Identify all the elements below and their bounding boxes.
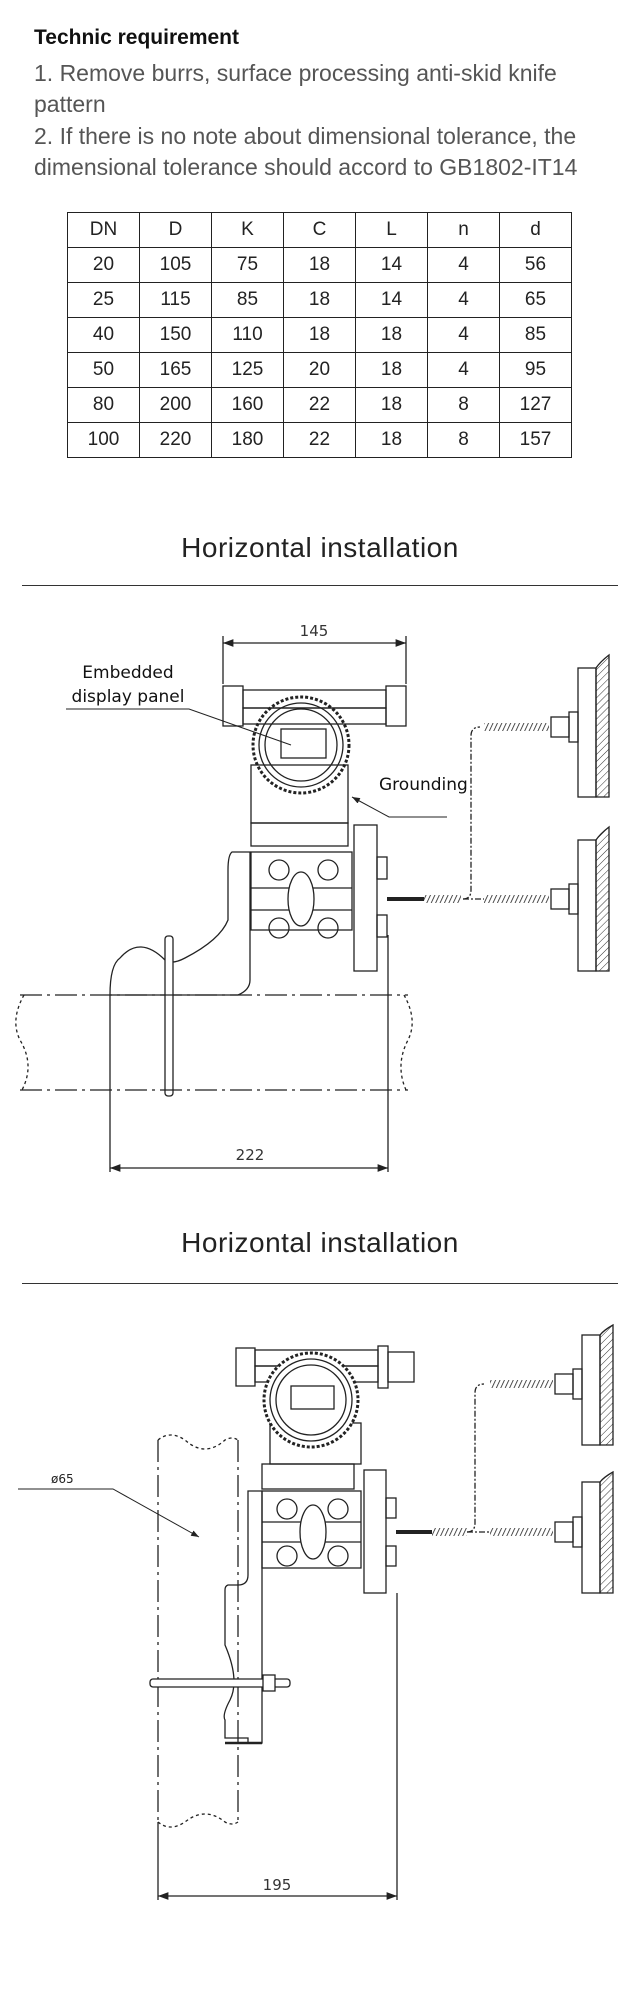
svg-text:Grounding: Grounding bbox=[379, 775, 468, 795]
table-cell: 100 bbox=[67, 422, 140, 458]
dim-145-label: 145 bbox=[300, 622, 329, 640]
horizontal-installation-diagram-2: 195 ø65 bbox=[18, 1323, 614, 1900]
pipe-diameter-label: ø65 bbox=[18, 1472, 200, 1538]
dim-222-label: 222 bbox=[236, 1146, 265, 1164]
requirements-title: Technic requirement bbox=[34, 26, 239, 49]
table-cell: 157 bbox=[499, 422, 572, 458]
section-heading-2: Horizontal installation bbox=[181, 1227, 459, 1258]
column-header: D bbox=[139, 212, 212, 248]
table-cell: 8 bbox=[427, 387, 500, 423]
svg-text:display panel: display panel bbox=[72, 687, 185, 707]
display-panel bbox=[290, 1385, 335, 1410]
table-cell: 4 bbox=[427, 247, 500, 283]
table-cell: 18 bbox=[283, 317, 356, 353]
table-cell: 14 bbox=[355, 247, 428, 283]
table-cell: 18 bbox=[355, 317, 428, 353]
svg-text:ø65: ø65 bbox=[51, 1472, 74, 1486]
divider-1 bbox=[22, 585, 618, 586]
horizontal-installation-diagram-1: 145 222 bbox=[15, 622, 610, 1172]
label-embedded-display-panel: Embedded display panel bbox=[66, 663, 292, 746]
label-grounding: Grounding bbox=[351, 775, 468, 818]
column-header: L bbox=[355, 212, 428, 248]
divider-2 bbox=[22, 1283, 618, 1284]
table-cell: 105 bbox=[139, 247, 212, 283]
table-cell: 150 bbox=[139, 317, 212, 353]
display-panel bbox=[280, 728, 327, 759]
requirement-1-line-1: 1. Remove burrs, surface processing anti… bbox=[34, 60, 557, 86]
table-cell: 180 bbox=[211, 422, 284, 458]
table-cell: 8 bbox=[427, 422, 500, 458]
pipe bbox=[15, 994, 413, 1091]
dimension-195: 195 bbox=[157, 1593, 398, 1900]
table-cell: 18 bbox=[283, 282, 356, 318]
table-cell: 200 bbox=[139, 387, 212, 423]
remote-seals bbox=[387, 653, 610, 972]
mounting-bracket bbox=[109, 851, 251, 1097]
column-header: n bbox=[427, 212, 500, 248]
table-cell: 18 bbox=[355, 422, 428, 458]
mounting-bracket bbox=[149, 1490, 291, 1745]
table-cell: 22 bbox=[283, 387, 356, 423]
table-cell: 65 bbox=[499, 282, 572, 318]
table-cell: 115 bbox=[139, 282, 212, 318]
dim-195-label: 195 bbox=[263, 1876, 292, 1894]
pipe-vertical bbox=[157, 1434, 239, 1828]
svg-text:Embedded: Embedded bbox=[82, 663, 173, 683]
transmitter bbox=[235, 1345, 415, 1594]
dimension-145: 145 bbox=[222, 622, 407, 684]
table-cell: 25 bbox=[67, 282, 140, 318]
section-heading-1: Horizontal installation bbox=[181, 532, 459, 563]
table-cell: 165 bbox=[139, 352, 212, 388]
table-cell: 20 bbox=[67, 247, 140, 283]
table-cell: 220 bbox=[139, 422, 212, 458]
requirement-2-line-2: dimensional tolerance should accord to G… bbox=[34, 154, 578, 180]
remote-seals bbox=[396, 1323, 614, 1594]
dimension-222: 222 bbox=[109, 935, 389, 1172]
transmitter bbox=[222, 685, 407, 972]
table-cell: 18 bbox=[355, 387, 428, 423]
table-cell: 18 bbox=[355, 352, 428, 388]
table-cell: 56 bbox=[499, 247, 572, 283]
table-cell: 95 bbox=[499, 352, 572, 388]
requirement-1-line-2: pattern bbox=[34, 91, 106, 117]
column-header: DN bbox=[67, 212, 140, 248]
table-cell: 85 bbox=[211, 282, 284, 318]
requirement-2-line-1: 2. If there is no note about dimensional… bbox=[34, 123, 577, 149]
